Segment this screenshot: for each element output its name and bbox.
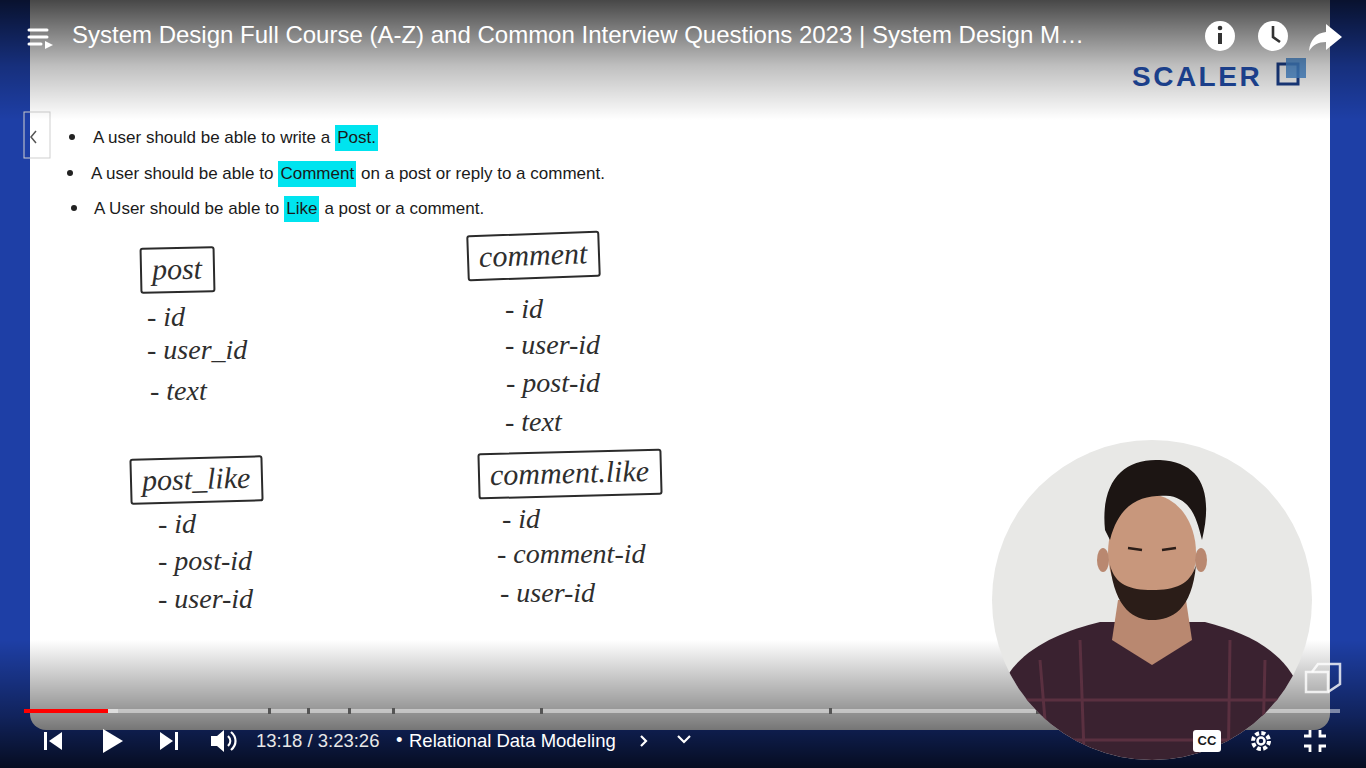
highlighted-word: Comment xyxy=(278,161,356,187)
field-name: - post-id xyxy=(506,366,600,400)
field-name: - user-id xyxy=(505,328,600,362)
entity-box: comment xyxy=(466,231,601,282)
drawing-part xyxy=(108,709,118,713)
field-name: - id xyxy=(147,300,185,334)
drawing-part xyxy=(1258,738,1265,745)
requirement-text: A User should be able to xyxy=(94,199,279,219)
field-name: - id xyxy=(502,502,540,536)
video-title: System Design Full Course (A-Z) and Comm… xyxy=(72,21,1084,49)
drawing-part xyxy=(1205,21,1235,51)
bullet-line: A user should be able toCommenton a post… xyxy=(91,161,605,187)
drawing-part xyxy=(829,708,832,714)
field-name: - user-id xyxy=(158,582,253,616)
drawing-part xyxy=(1195,548,1207,572)
presenter-video xyxy=(985,440,1320,768)
drawing-part xyxy=(45,41,53,49)
drawing-part xyxy=(228,732,236,750)
drawing-part xyxy=(29,30,47,44)
field-name: - user-id xyxy=(500,576,595,610)
drawing-part xyxy=(1097,548,1109,572)
chapter-title: Relational Data Modeling xyxy=(409,730,616,752)
drawing-part xyxy=(392,708,395,714)
drawing-part xyxy=(24,709,108,713)
drawing-part xyxy=(348,708,351,714)
field-name: - text xyxy=(505,405,562,439)
drawing-part xyxy=(71,205,77,211)
drawing-part xyxy=(307,708,310,714)
drawing-part xyxy=(29,43,41,46)
drawing-part xyxy=(268,708,271,714)
drawing-part xyxy=(985,460,1320,768)
drawing-part xyxy=(641,736,646,746)
bullet-line: A User should be able toLikea post or a … xyxy=(94,196,484,222)
highlighted-word: Like xyxy=(284,196,319,222)
entity-box: comment.like xyxy=(477,449,662,500)
entity-name: comment.like xyxy=(490,453,651,493)
brand-logo: SCALER xyxy=(1132,60,1262,94)
drawing-part xyxy=(160,732,173,750)
drawing-part xyxy=(1218,33,1222,44)
field-name: - post-id xyxy=(158,544,252,578)
requirement-text: A user should be able to write a xyxy=(93,128,330,148)
entity-box: post xyxy=(140,246,216,294)
entity-name: post xyxy=(152,250,204,287)
entity-name: comment xyxy=(478,235,588,275)
watermark-icon xyxy=(1306,664,1340,692)
drawing-part xyxy=(678,736,690,742)
entity-name: post_like xyxy=(142,460,252,499)
top-icons xyxy=(29,21,1342,51)
drawing-part xyxy=(211,730,224,752)
requirement-text: A user should be able to xyxy=(91,164,273,184)
drawing-part xyxy=(103,729,123,753)
drawing-part xyxy=(1218,26,1223,31)
field-name: - id xyxy=(158,507,196,541)
cc-icon-text: CC xyxy=(1198,733,1217,749)
drawing-part xyxy=(49,732,62,750)
top-shade xyxy=(0,0,1366,120)
drawing-part xyxy=(1258,21,1288,51)
drawing-part xyxy=(29,36,47,39)
field-name: - text xyxy=(150,374,207,408)
drawing-part xyxy=(1110,565,1196,620)
player-controls xyxy=(44,729,1326,753)
drawing-part xyxy=(175,732,178,750)
entity-box: post_like xyxy=(129,455,263,504)
drawing-part xyxy=(44,732,47,750)
field-name: - user_id xyxy=(147,333,247,367)
drawing-part xyxy=(29,29,47,32)
drawing-part xyxy=(1193,730,1221,752)
chapter-dot: • xyxy=(396,729,402,751)
requirement-text: on a post or reply to a comment. xyxy=(361,164,605,184)
drawing-part xyxy=(1104,460,1206,540)
drawing-part xyxy=(1273,26,1280,42)
drawing-part xyxy=(1309,24,1342,51)
highlighted-word: Post. xyxy=(335,125,378,151)
drawing-part xyxy=(540,708,543,714)
bullet-line: A user should be able to write aPost. xyxy=(93,125,378,151)
drawing-part xyxy=(1253,733,1269,749)
drawing-part xyxy=(67,170,73,176)
drawing-part xyxy=(69,134,75,140)
time-display: 13:18 / 3:23:26 xyxy=(256,730,379,752)
field-name: - id xyxy=(505,292,543,326)
drawing-part xyxy=(31,131,36,143)
slide-marks xyxy=(24,112,77,211)
drawing-part xyxy=(1306,672,1328,692)
drawing-part xyxy=(1312,664,1340,692)
requirement-text: a post or a comment. xyxy=(324,199,484,219)
field-name: - comment-id xyxy=(497,537,646,571)
drawing-part xyxy=(268,708,1103,714)
drawing-part xyxy=(1304,730,1326,752)
drawing-part xyxy=(1128,548,1176,550)
